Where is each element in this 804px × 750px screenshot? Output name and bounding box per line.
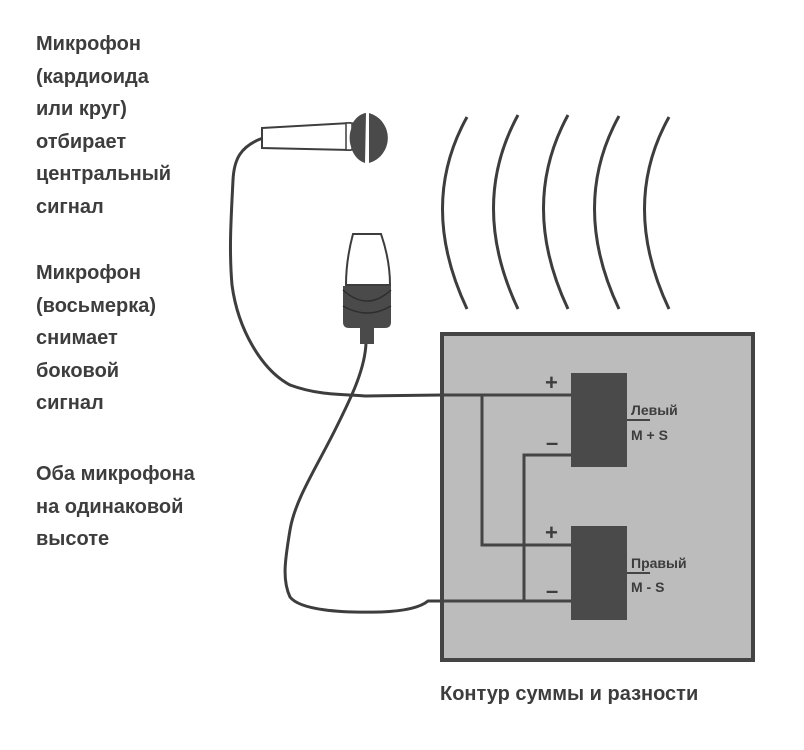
right-channel-block xyxy=(571,526,627,620)
left-channel-block xyxy=(571,373,627,467)
circuit-title: Контур суммы и разности xyxy=(440,683,699,705)
wave-arc xyxy=(593,115,621,310)
handheld-microphone-icon xyxy=(261,113,388,163)
wave-arc xyxy=(441,116,469,310)
left-minus-sign: – xyxy=(546,430,558,455)
right-channel-formula: M - S xyxy=(631,579,664,595)
wire-mid-to-right-plus xyxy=(480,395,571,547)
wave-arc xyxy=(643,116,671,310)
cardioid-mic-cable xyxy=(228,136,443,398)
right-channel-name: Правый xyxy=(631,555,687,571)
same-height-caption: Оба микрофона на одинаковой высоте xyxy=(36,463,195,550)
left-channel-formula: M + S xyxy=(631,427,668,443)
sound-wave-arcs-icon xyxy=(441,114,671,310)
figure8-mic-caption: Микрофон (восьмерка) снимает боковой сиг… xyxy=(36,262,156,414)
right-plus-sign: + xyxy=(545,520,558,545)
wave-arc xyxy=(492,114,520,310)
wire-side-to-left-minus xyxy=(522,453,571,601)
wave-arc xyxy=(542,114,570,310)
sum-difference-circuit: + – Левый M + S + – Правый M - S xyxy=(440,332,755,662)
right-minus-sign: – xyxy=(546,578,558,603)
ribbon-microphone-icon xyxy=(342,233,392,344)
figure8-mic-cable xyxy=(283,342,442,614)
left-channel-name: Левый xyxy=(631,402,678,418)
left-plus-sign: + xyxy=(545,370,558,395)
cardioid-mic-caption: Микрофон (кардиоида или круг) отбирает ц… xyxy=(36,33,172,218)
